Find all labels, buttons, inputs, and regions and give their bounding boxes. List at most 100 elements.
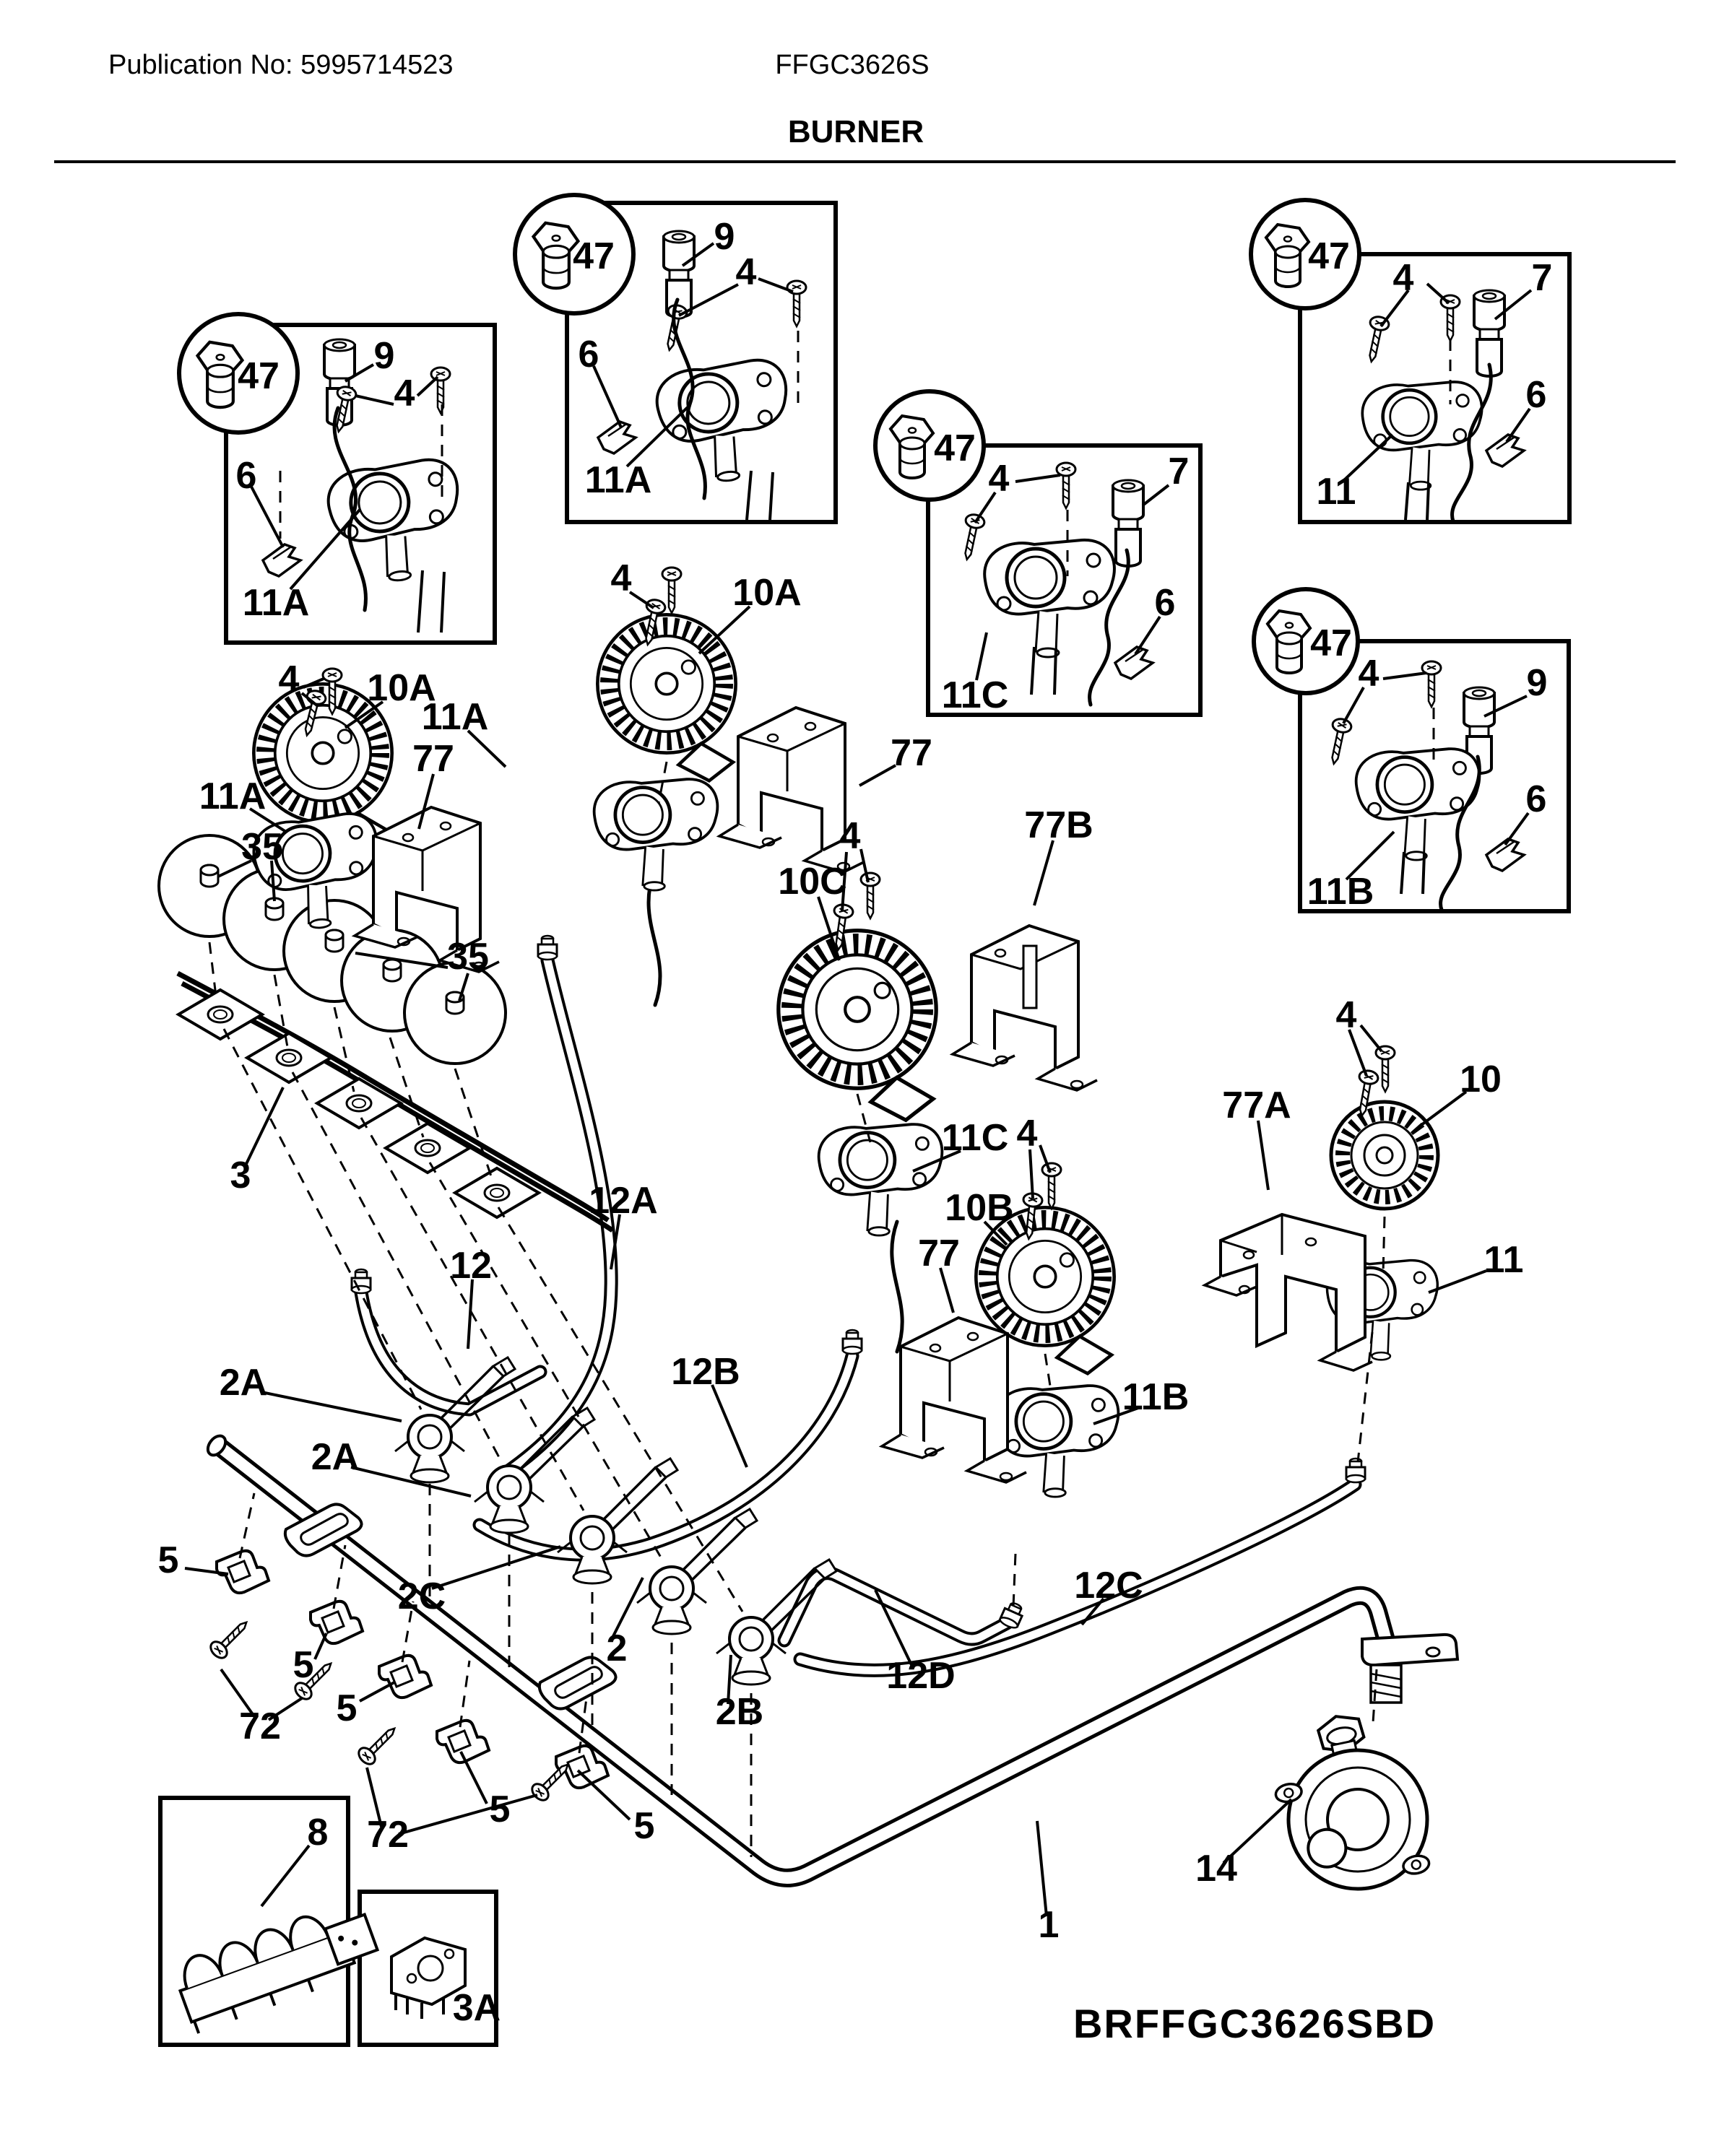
burner-tube xyxy=(745,470,774,521)
inset-contents xyxy=(261,230,1525,895)
callout-12a: 12A xyxy=(589,1180,657,1222)
callout-7: 7 xyxy=(1532,257,1553,299)
callout-4: 4 xyxy=(989,458,1010,500)
screw-4 xyxy=(1421,660,1442,708)
callout-11: 11 xyxy=(1484,1239,1524,1281)
callout-77b: 77B xyxy=(1024,804,1093,846)
callout-12d: 12D xyxy=(886,1655,955,1697)
callout-4: 4 xyxy=(736,251,757,293)
callout-12: 12 xyxy=(450,1245,492,1287)
clip-6 xyxy=(597,420,637,455)
callout-4: 4 xyxy=(279,658,300,700)
callout-14: 14 xyxy=(1195,1848,1237,1890)
callout-5: 5 xyxy=(490,1788,511,1830)
burner-tube xyxy=(1404,482,1430,521)
burner-tube xyxy=(1400,851,1426,895)
callout-72: 72 xyxy=(367,1814,409,1856)
manifold-flange xyxy=(1361,1633,1460,1667)
callout-11: 11 xyxy=(1317,471,1356,513)
callout-11a: 11A xyxy=(199,775,267,817)
rail-block xyxy=(316,1077,402,1129)
callout-2a: 2A xyxy=(311,1436,359,1478)
orifice-holder-11b xyxy=(1356,749,1480,860)
orifice-holder-11a xyxy=(325,457,467,587)
clip-5 xyxy=(215,1549,270,1595)
rail-block xyxy=(454,1167,540,1219)
model-number: FFGC3626S xyxy=(775,50,929,80)
callout-5: 5 xyxy=(337,1687,358,1729)
callout-77: 77 xyxy=(918,1233,960,1274)
callout-6: 6 xyxy=(1526,778,1547,820)
burner-cap-35 xyxy=(403,961,507,1065)
callout-4: 4 xyxy=(840,815,861,857)
callout-10: 10 xyxy=(1460,1059,1502,1100)
screw-4 xyxy=(1439,294,1461,342)
callout-9: 9 xyxy=(1527,662,1548,704)
page-header: Publication No: 5995714523 FFGC3626S BUR… xyxy=(54,50,1676,163)
callout-4: 4 xyxy=(394,373,415,414)
clip-6 xyxy=(261,543,302,578)
callout-11b: 11B xyxy=(1122,1376,1190,1418)
tube-fitting xyxy=(1345,1457,1366,1484)
callout-12b: 12B xyxy=(671,1351,740,1393)
leader-lines xyxy=(184,242,1533,1917)
valves-and-clips xyxy=(206,1356,838,1805)
callout-4: 4 xyxy=(1017,1113,1038,1155)
clip-5 xyxy=(309,1599,364,1646)
screw-4 xyxy=(1041,1162,1062,1210)
callout-6: 6 xyxy=(579,334,599,375)
screw-72 xyxy=(206,1614,254,1663)
clip-6 xyxy=(1485,433,1525,468)
valve-2c xyxy=(556,1457,679,1585)
callout-2: 2 xyxy=(607,1627,628,1669)
igniter-switch-3a xyxy=(390,1936,467,2019)
orifice-holder-11 xyxy=(1362,382,1481,490)
diagram-code: BRFFGC3626SBD xyxy=(1073,2001,1436,2046)
callout-4: 4 xyxy=(1393,257,1414,299)
callout-35: 35 xyxy=(241,826,283,868)
clip-5 xyxy=(378,1653,433,1700)
callout-9: 9 xyxy=(374,335,395,377)
callout-10a: 10A xyxy=(732,572,801,614)
callout-9: 9 xyxy=(714,216,735,258)
callout-11c: 11C xyxy=(942,674,1009,716)
screw-4 xyxy=(1323,716,1354,768)
screw-4 xyxy=(859,871,881,920)
inset-box-11a-mid xyxy=(565,201,838,524)
inset-box-11 xyxy=(1298,252,1572,524)
clip-6 xyxy=(1114,646,1154,680)
callout-47: 47 xyxy=(573,235,615,277)
callout-77: 77 xyxy=(891,732,932,774)
screw-4 xyxy=(430,366,451,414)
callout-11c: 11C xyxy=(942,1117,1009,1159)
screw-4 xyxy=(956,511,987,563)
orifice-holder-11a xyxy=(654,357,795,487)
spark-electrode-9 xyxy=(662,230,696,318)
rail-block xyxy=(177,988,264,1040)
orifice-holder-11c xyxy=(819,1124,943,1235)
callout-2b: 2B xyxy=(716,1691,763,1733)
callout-4: 4 xyxy=(1336,994,1357,1036)
manifold-lug xyxy=(537,1656,618,1711)
callout-4: 4 xyxy=(1359,653,1379,695)
alignment-dashed-lines xyxy=(208,331,1452,1857)
callout-10b: 10B xyxy=(945,1187,1013,1229)
callout-3a: 3A xyxy=(453,1987,501,2029)
spark-module-8 xyxy=(178,1912,380,2034)
callout-72: 72 xyxy=(239,1705,281,1747)
inset-box-switch xyxy=(358,1890,498,2047)
valve-2a xyxy=(473,1407,596,1534)
callout-2c: 2C xyxy=(398,1575,446,1617)
tube-fitting xyxy=(841,1329,863,1355)
callout-11a: 11A xyxy=(585,459,652,501)
orifice-holder-11b xyxy=(995,1386,1119,1497)
callout-5: 5 xyxy=(293,1644,314,1686)
burner-tube xyxy=(1030,646,1057,695)
callout-35: 35 xyxy=(447,936,489,978)
callout-77a: 77A xyxy=(1222,1084,1291,1126)
callout-12c: 12C xyxy=(1074,1565,1143,1607)
callout-77: 77 xyxy=(412,738,454,780)
screw-72 xyxy=(354,1721,402,1769)
bracket-77 xyxy=(880,1316,1028,1484)
